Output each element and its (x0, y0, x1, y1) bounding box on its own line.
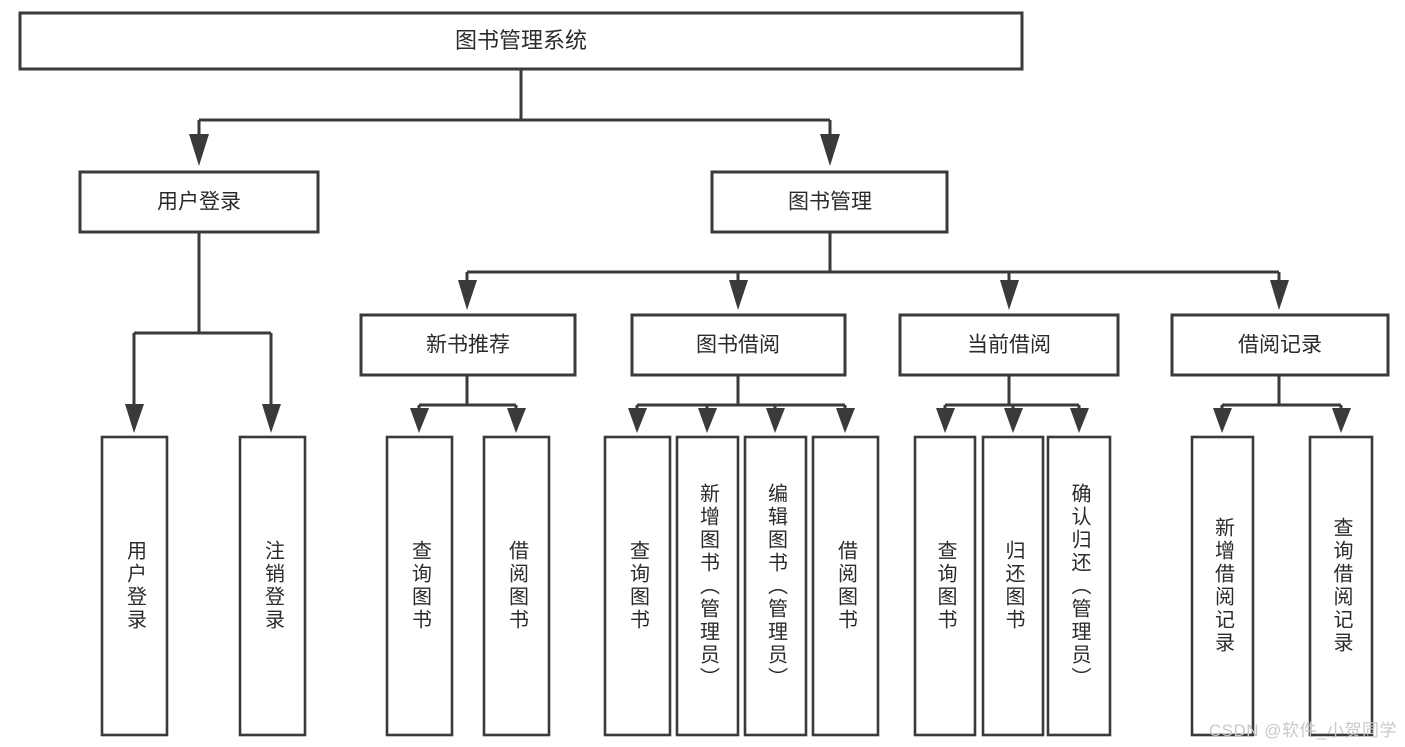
node-borrow-record-box[interactable] (1170, 313, 1390, 377)
connector-group-book-management (458, 232, 1289, 310)
node-leaf-borrow-book-2-box[interactable] (811, 435, 880, 737)
node-user-login[interactable]: 用户登录 (78, 170, 320, 234)
node-root-label: 图书管理系统 (455, 28, 587, 53)
node-new-book-recommend-label: 新书推荐 (426, 334, 510, 357)
arrow-head-leaf-edit-book (766, 408, 785, 433)
node-new-book-recommend[interactable]: 新书推荐 (359, 313, 577, 377)
node-leaf-add-book-box[interactable] (675, 435, 740, 737)
node-borrow-record[interactable]: 借阅记录 (1170, 313, 1390, 377)
node-book-borrow-box[interactable] (630, 313, 847, 377)
node-book-management[interactable]: 图书管理 (710, 170, 949, 234)
node-user-login-label: 用户登录 (157, 191, 241, 214)
node-leaf-user-logout-box[interactable] (238, 435, 307, 737)
node-new-book-recommend-box[interactable] (359, 313, 577, 377)
node-root-box[interactable] (18, 11, 1024, 71)
arrow-head-leaf-query-record (1332, 408, 1351, 433)
node-current-borrow-box[interactable] (898, 313, 1120, 377)
node-current-borrow[interactable]: 当前借阅 (898, 313, 1120, 377)
arrow-head-book-borrow (729, 280, 748, 310)
arrow-head-new-book-recommend (458, 280, 477, 310)
connector-group-new-book-recommend (410, 375, 526, 433)
arrow-head-leaf-add-book (698, 408, 717, 433)
node-root[interactable]: 图书管理系统 (18, 11, 1024, 71)
arrow-head-book-management (820, 134, 840, 166)
node-leaf-edit-book-box[interactable] (743, 435, 808, 737)
arrow-head-leaf-user-login (125, 404, 144, 433)
leaf-boxes (100, 435, 1374, 737)
node-borrow-record-label: 借阅记录 (1238, 334, 1322, 357)
arrow-head-leaf-user-logout (262, 404, 281, 433)
arrow-head-leaf-confirm-return (1070, 408, 1089, 433)
node-user-login-box[interactable] (78, 170, 320, 234)
node-leaf-user-login-box[interactable] (100, 435, 169, 737)
node-book-borrow[interactable]: 图书借阅 (630, 313, 847, 377)
node-leaf-query-book-3-box[interactable] (913, 435, 977, 737)
arrow-head-leaf-query-book-2 (628, 408, 647, 433)
node-book-borrow-label: 图书借阅 (696, 334, 780, 357)
node-book-management-label: 图书管理 (788, 191, 872, 214)
node-book-management-box[interactable] (710, 170, 949, 234)
connector-group-current-borrow (936, 375, 1089, 433)
arrow-head-borrow-record (1270, 280, 1289, 310)
arrow-head-leaf-borrow-book-2 (836, 408, 855, 433)
arrow-head-current-borrow (1000, 280, 1019, 310)
node-current-borrow-label: 当前借阅 (967, 334, 1051, 357)
node-leaf-query-record-box[interactable] (1308, 435, 1374, 737)
arrow-head-leaf-query-book-3 (936, 408, 955, 433)
node-leaf-add-record-box[interactable] (1190, 435, 1255, 737)
arrow-head-leaf-query-book-1 (410, 408, 429, 433)
arrow-head-user-login (189, 134, 209, 166)
arrow-head-leaf-add-record (1213, 408, 1232, 433)
node-leaf-confirm-return-box[interactable] (1046, 435, 1112, 737)
connector-group-borrow-record (1213, 375, 1351, 433)
csdn-watermark: CSDN @软件_小贺同学 (1208, 721, 1397, 740)
connector-group-user-login (125, 232, 281, 433)
connector-group-book-borrow (628, 375, 855, 433)
node-leaf-query-book-2-box[interactable] (603, 435, 672, 737)
node-leaf-query-book-1-box[interactable] (385, 435, 454, 737)
node-leaf-borrow-book-1-box[interactable] (482, 435, 551, 737)
node-leaf-return-book-box[interactable] (981, 435, 1045, 737)
connector-group-root (189, 69, 840, 166)
arrow-head-leaf-return-book (1004, 408, 1023, 433)
arrow-head-leaf-borrow-book-1 (507, 408, 526, 433)
